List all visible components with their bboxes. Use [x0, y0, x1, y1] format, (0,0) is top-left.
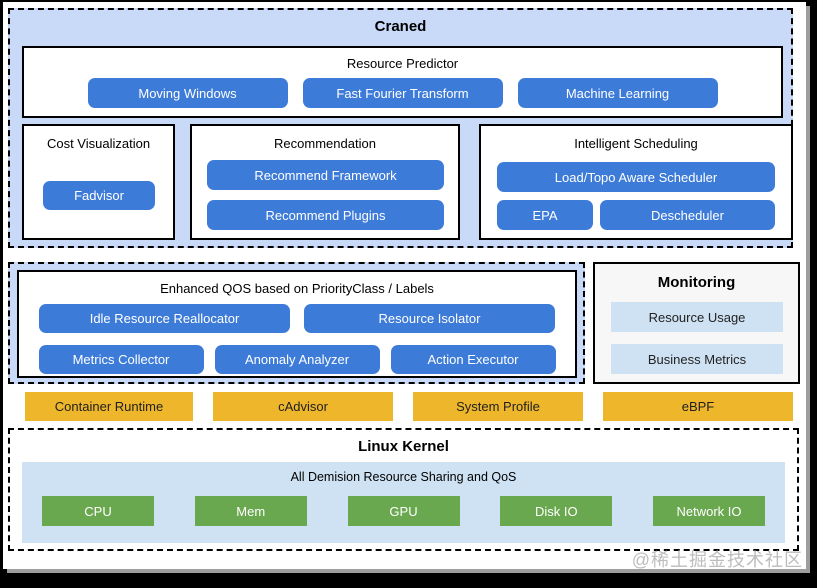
- intelligent-scheduling-box: Intelligent Scheduling Load/Topo Aware S…: [479, 124, 793, 240]
- cost-visualization-box: Cost Visualization Fadvisor: [22, 124, 175, 240]
- kernel-inner-title: All Demision Resource Sharing and QoS: [290, 470, 517, 484]
- node-resource-isolator: Resource Isolator: [304, 304, 555, 333]
- node-recommend-framework: Recommend Framework: [207, 160, 444, 190]
- node-descheduler: Descheduler: [600, 200, 775, 230]
- node-anomaly-analyzer: Anomaly Analyzer: [214, 345, 380, 374]
- linux-kernel-title: Linux Kernel: [358, 438, 449, 455]
- intelligent-scheduling-title: Intelligent Scheduling: [574, 136, 698, 151]
- node-system-profile: System Profile: [413, 392, 583, 421]
- node-business-metrics: Business Metrics: [611, 344, 783, 374]
- node-cpu: CPU: [42, 496, 154, 526]
- node-recommend-plugins: Recommend Plugins: [207, 200, 444, 230]
- node-idle-resource-reallocator: Idle Resource Reallocator: [39, 304, 290, 333]
- node-load-topo-aware-scheduler: Load/Topo Aware Scheduler: [497, 162, 775, 192]
- watermark-text: @稀土掘金技术社区: [631, 550, 803, 570]
- recommendation-title: Recommendation: [274, 136, 376, 151]
- node-epa: EPA: [497, 200, 593, 230]
- node-resource-usage: Resource Usage: [611, 302, 783, 332]
- qos-title: Enhanced QOS based on PriorityClass / La…: [160, 281, 434, 296]
- qos-container: Enhanced QOS based on PriorityClass / La…: [8, 262, 585, 384]
- node-metrics-collector: Metrics Collector: [38, 345, 204, 374]
- node-ebpf: eBPF: [603, 392, 793, 421]
- kernel-resources-row: CPU Mem GPU Disk IO Network IO: [22, 496, 785, 526]
- recommendation-box: Recommendation Recommend Framework Recom…: [190, 124, 460, 240]
- node-network-io: Network IO: [653, 496, 765, 526]
- node-machine-learning: Machine Learning: [517, 78, 718, 108]
- node-container-runtime: Container Runtime: [25, 392, 193, 421]
- node-cadvisor: cAdvisor: [213, 392, 393, 421]
- resource-predictor-title: Resource Predictor: [346, 56, 459, 71]
- cost-visualization-title: Cost Visualization: [46, 136, 151, 151]
- node-mem: Mem: [194, 496, 307, 526]
- node-fadvisor: Fadvisor: [43, 181, 155, 210]
- qos-row-2: Metrics Collector Anomaly Analyzer Actio…: [19, 345, 575, 374]
- node-action-executor: Action Executor: [390, 345, 556, 374]
- resource-predictor-box: Resource Predictor Moving Windows Fast F…: [22, 46, 783, 118]
- resource-predictor-row: Moving Windows Fast Fourier Transform Ma…: [24, 78, 781, 108]
- kernel-inner-box: All Demision Resource Sharing and QoS CP…: [22, 462, 785, 543]
- node-moving-windows: Moving Windows: [87, 78, 288, 108]
- node-disk-io: Disk IO: [500, 496, 613, 526]
- node-gpu: GPU: [347, 496, 460, 526]
- node-fast-fourier-transform: Fast Fourier Transform: [302, 78, 503, 108]
- craned-container: Craned Resource Predictor Moving Windows…: [8, 8, 793, 248]
- linux-kernel-container: Linux Kernel All Demision Resource Shari…: [8, 428, 799, 551]
- monitoring-title: Monitoring: [657, 274, 736, 291]
- qos-inner-box: Enhanced QOS based on PriorityClass / La…: [17, 270, 577, 378]
- qos-row-1: Idle Resource Reallocator Resource Isola…: [19, 304, 575, 333]
- monitoring-box: Monitoring Resource Usage Business Metri…: [593, 262, 800, 384]
- craned-title: Craned: [374, 18, 427, 35]
